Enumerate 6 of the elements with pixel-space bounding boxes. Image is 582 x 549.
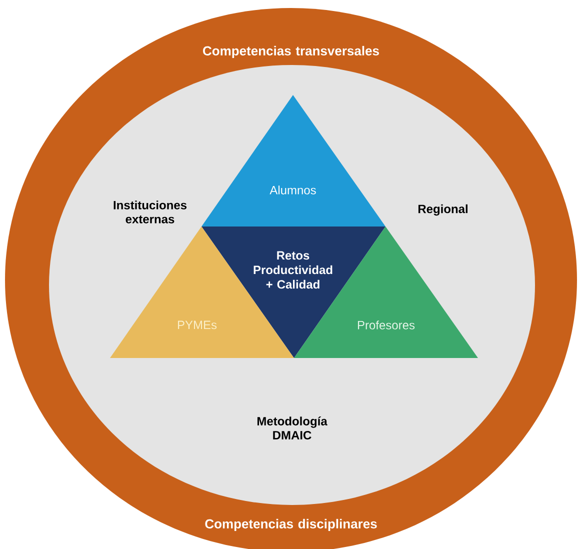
ring-label: Instituciones externas [114, 200, 187, 224]
ring-label: Regional [418, 204, 468, 216]
ring-label: Competencias transversales [203, 46, 379, 58]
ring-label: Competencias disciplinares [205, 518, 377, 532]
triangle-segment: Alumnos [202, 95, 386, 226]
ring-label: Metodología DMAIC [257, 416, 328, 440]
